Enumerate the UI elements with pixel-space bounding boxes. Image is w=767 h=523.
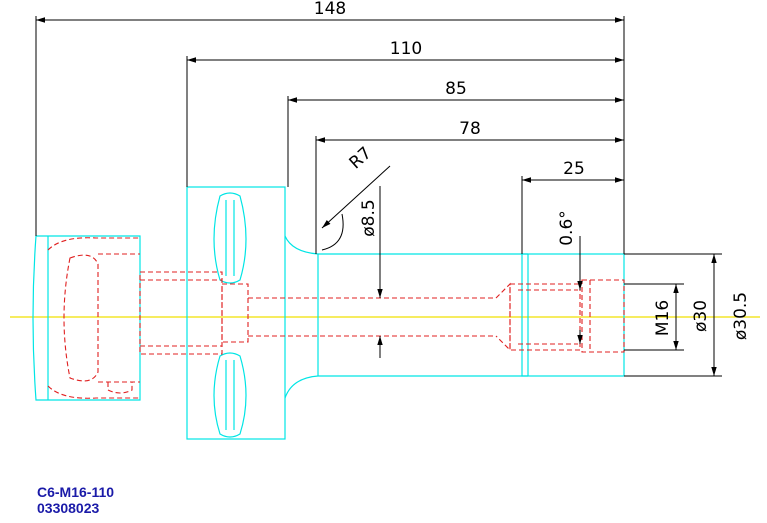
taper-angle-label: 0.6° [557, 210, 577, 246]
dim-85-label: 85 [445, 79, 467, 99]
dim-148-label: 148 [314, 0, 346, 19]
diameter-30-label: ø30 [691, 300, 711, 332]
part-caption: C6-M16-110 03308023 [37, 484, 114, 516]
bore-diameter-label: ø8.5 [359, 199, 379, 236]
radius-label: R7 [346, 143, 376, 173]
dimension-lines [35, 16, 722, 377]
dimension-labels: 148 110 85 78 25 R7 ø8.5 0.6° M16 ø30 ø3… [314, 0, 751, 340]
part-number-label: 03308023 [37, 500, 100, 516]
dim-25-label: 25 [563, 159, 585, 179]
model-label: C6-M16-110 [37, 484, 115, 500]
thread-label: M16 [653, 300, 673, 336]
dim-110-label: 110 [390, 39, 422, 59]
dim-78-label: 78 [459, 119, 481, 139]
radius-leader [321, 165, 391, 229]
hidden-lines [47, 237, 625, 399]
part-outline [32, 186, 625, 440]
diameter-30-5-label: ø30.5 [731, 292, 751, 340]
